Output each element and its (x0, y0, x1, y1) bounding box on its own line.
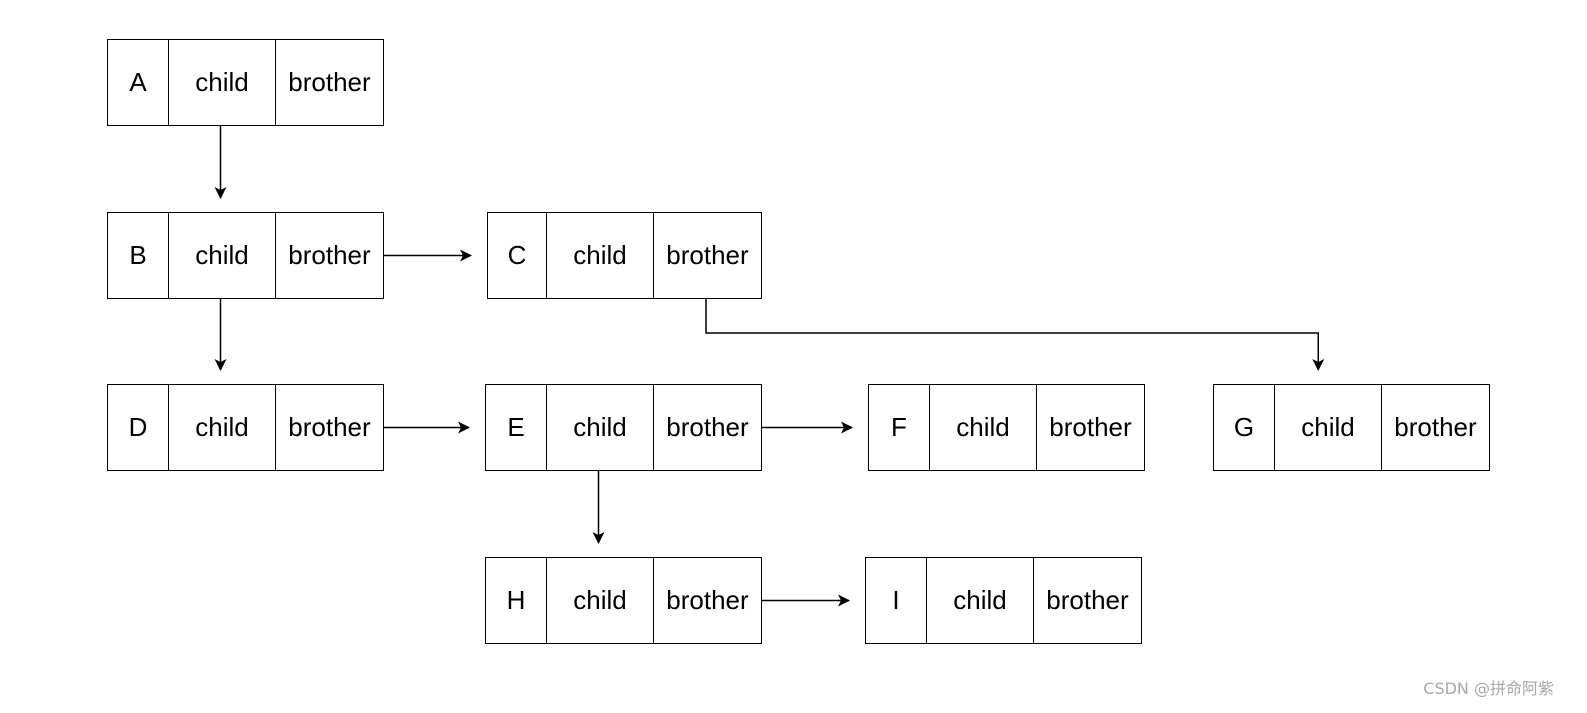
node-g-label: G (1233, 412, 1255, 442)
node-c-child-field: child (546, 213, 653, 298)
node-i-child-field: child (926, 558, 1033, 643)
node-c-label: C (507, 240, 527, 270)
node-b-label: B (129, 240, 147, 270)
node-a-child-field: child (168, 40, 275, 125)
watermark: CSDN @拼命阿紫 (1423, 679, 1554, 698)
node-c: C child brother (487, 212, 762, 299)
node-g-brother-field: brother (1381, 385, 1489, 470)
edge-c-to-g-brother (705, 299, 1325, 371)
node-d-child-field: child (168, 385, 275, 470)
node-g-child-field: child (1274, 385, 1381, 470)
node-i-brother-field: brother (1033, 558, 1141, 643)
node-h-label: H (506, 585, 526, 615)
node-b: B child brother (107, 212, 384, 299)
node-f: F child brother (868, 384, 1145, 471)
node-h: H child brother (485, 557, 762, 644)
node-d-label: D (128, 412, 148, 442)
node-d: D child brother (107, 384, 384, 471)
node-e: E child brother (485, 384, 762, 471)
node-i: I child brother (865, 557, 1142, 644)
node-h-child-field: child (546, 558, 653, 643)
node-h-brother-field: brother (653, 558, 761, 643)
node-e-brother-field: brother (653, 385, 761, 470)
node-f-child-field: child (929, 385, 1036, 470)
node-e-label: E (507, 412, 525, 442)
node-i-label: I (892, 585, 900, 615)
node-e-child-field: child (546, 385, 653, 470)
node-c-brother-field: brother (653, 213, 761, 298)
node-f-brother-field: brother (1036, 385, 1144, 470)
node-b-brother-field: brother (275, 213, 383, 298)
node-d-brother-field: brother (275, 385, 383, 470)
node-a: A child brother (107, 39, 384, 126)
node-f-label: F (891, 412, 907, 442)
node-a-label: A (129, 67, 147, 97)
node-a-brother-field: brother (275, 40, 383, 125)
node-g: G child brother (1213, 384, 1490, 471)
node-b-child-field: child (168, 213, 275, 298)
